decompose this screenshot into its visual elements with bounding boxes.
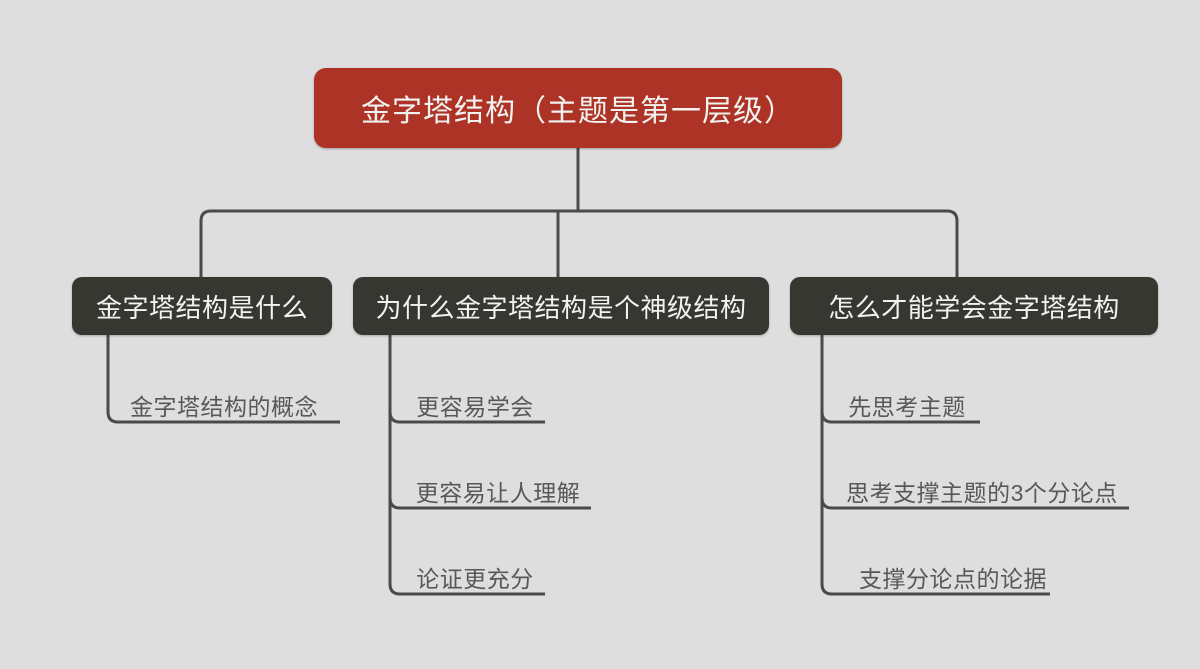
branch-node-3[interactable]: 怎么才能学会金字塔结构 xyxy=(790,277,1158,335)
branch-node-2[interactable]: 为什么金字塔结构是个神级结构 xyxy=(353,277,769,335)
leaf-node-3-2[interactable]: 思考支撑主题的3个分论点 xyxy=(846,480,1118,506)
root-node[interactable]: 金字塔结构（主题是第一层级） xyxy=(314,68,842,148)
leaf-node-3-1[interactable]: 先思考主题 xyxy=(848,394,966,420)
leaf-node-2-2[interactable]: 更容易让人理解 xyxy=(415,480,581,506)
leaf-node-3-3[interactable]: 支撑分论点的论据 xyxy=(859,566,1047,592)
branch-node-1[interactable]: 金字塔结构是什么 xyxy=(72,277,332,335)
leaf-node-2-3[interactable]: 论证更充分 xyxy=(416,566,534,592)
leaf-node-2-1[interactable]: 更容易学会 xyxy=(416,394,534,420)
connector-bus-right xyxy=(578,209,959,277)
leaf-node-1-1[interactable]: 金字塔结构的概念 xyxy=(130,394,318,420)
connector-bus-left xyxy=(199,209,578,277)
